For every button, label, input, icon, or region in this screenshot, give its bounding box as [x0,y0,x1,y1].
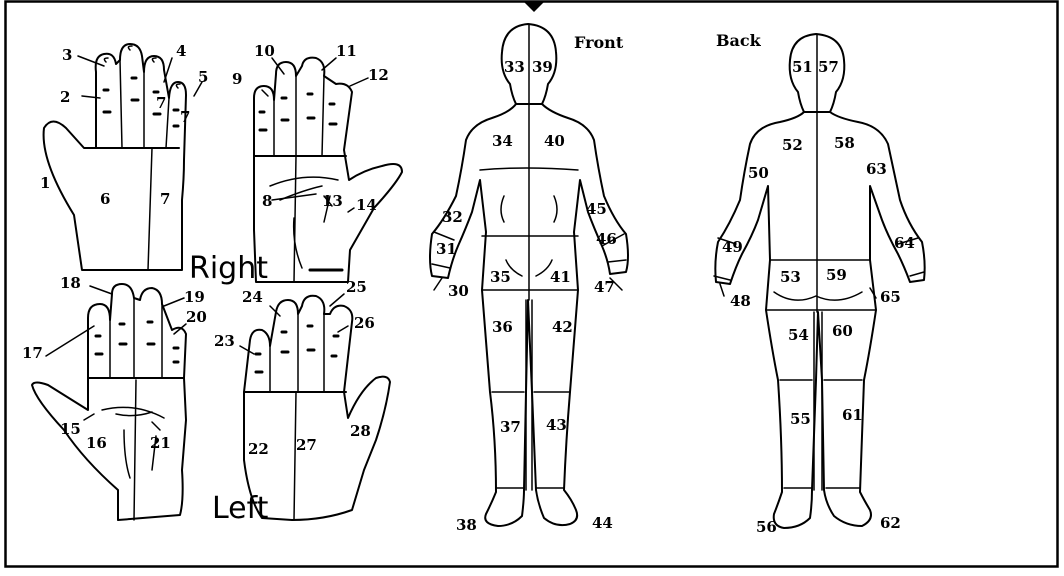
region-label-57: 57 [818,58,839,76]
leader-lines [46,56,876,430]
region-label-7-small: 7 [180,108,190,126]
region-label-26: 26 [354,314,375,332]
region-label-51: 51 [792,58,813,76]
region-label-2: 2 [60,88,70,106]
region-label-62: 62 [880,514,901,532]
region-label-13: 13 [322,192,343,210]
region-label-60: 60 [832,322,853,340]
region-label-28: 28 [350,422,371,440]
region-label-15: 15 [60,420,81,438]
region-label-53: 53 [780,268,801,286]
region-label-3: 3 [62,46,72,64]
region-label-10: 10 [254,42,275,60]
region-label-18: 18 [60,274,81,292]
region-label-47: 47 [594,278,615,296]
region-label-21: 21 [150,434,171,452]
region-label-58: 58 [834,134,855,152]
region-label-50: 50 [748,164,769,182]
pointer-arrow [524,2,544,12]
region-label-11: 11 [336,42,357,60]
region-label-6: 6 [100,190,110,208]
region-label-39: 39 [532,58,553,76]
region-label-5: 5 [198,68,208,86]
region-label-23: 23 [214,332,235,350]
region-label-20: 20 [186,308,207,326]
hand-left-palm [32,284,186,520]
region-label-42: 42 [552,318,573,336]
region-label-14: 14 [356,196,377,214]
region-label-38: 38 [456,516,477,534]
region-label-19: 19 [184,288,205,306]
region-label-52: 52 [782,136,803,154]
region-label-33: 33 [504,58,525,76]
region-label-32: 32 [442,208,463,226]
region-label-59: 59 [826,266,847,284]
region-label-49: 49 [722,238,743,256]
label-back: Back [716,31,762,50]
label-left: Left [212,491,269,526]
region-label-44: 44 [592,514,613,532]
region-label-48: 48 [730,292,751,310]
region-label-9: 9 [232,70,242,88]
region-label-56: 56 [756,518,777,536]
region-label-65: 65 [880,288,901,306]
region-label-25: 25 [346,278,367,296]
region-label-43: 43 [546,416,567,434]
region-label-55: 55 [790,410,811,428]
region-label-46: 46 [596,230,617,248]
region-label-30: 30 [448,282,469,300]
region-label-41: 41 [550,268,571,286]
region-label-45: 45 [586,200,607,218]
region-label-61: 61 [842,406,863,424]
region-label-63: 63 [866,160,887,178]
region-label-37: 37 [500,418,521,436]
region-label-40: 40 [544,132,565,150]
body-front-figure [430,24,628,526]
region-label-34: 34 [492,132,513,150]
region-label-16: 16 [86,434,107,452]
region-label-1: 1 [40,174,50,192]
body-back-figure [714,34,925,528]
region-label-35: 35 [490,268,511,286]
region-label-7: 7 [160,190,170,208]
region-label-36: 36 [492,318,513,336]
region-label-12: 12 [368,66,389,84]
region-label-8: 8 [262,192,272,210]
hand-right-palm [254,58,402,282]
region-label-17: 17 [22,344,43,362]
region-label-54: 54 [788,326,809,344]
region-label-31: 31 [436,240,457,258]
region-label-22: 22 [248,440,269,458]
region-label-64: 64 [894,234,915,252]
region-label-4: 4 [176,42,186,60]
region-label-7-finger: 7 [156,94,166,112]
body-chart-diagram: Right Left Front Back 3 4 5 2 7 7 1 6 7 … [4,0,1060,570]
region-label-27: 27 [296,436,317,454]
region-label-24: 24 [242,288,263,306]
label-right: Right [189,251,268,286]
label-front: Front [574,33,624,52]
